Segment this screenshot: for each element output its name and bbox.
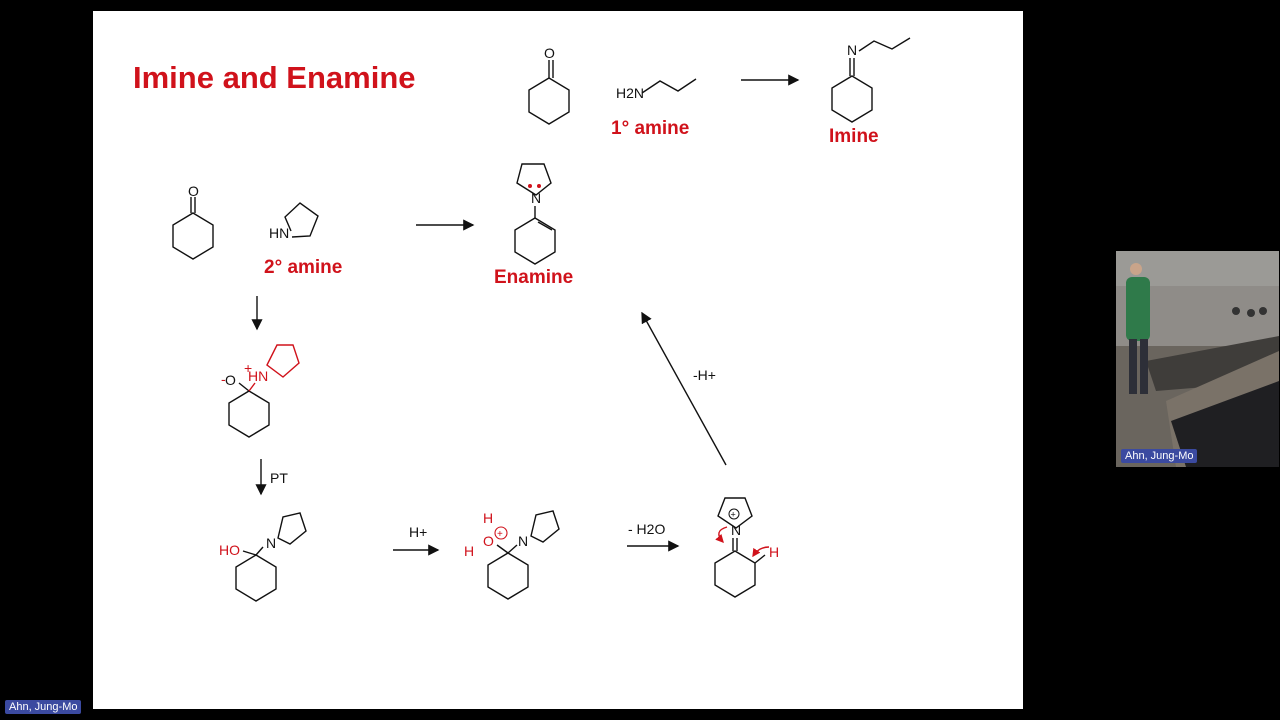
svg-text:HN: HN bbox=[269, 225, 289, 241]
svg-text:+: + bbox=[731, 510, 736, 520]
svg-text:-: - bbox=[221, 371, 226, 387]
svg-text:+: + bbox=[497, 529, 503, 540]
cyclohexanone-top: O bbox=[528, 45, 570, 125]
enamine-label: Enamine bbox=[494, 267, 573, 288]
secondary-amine-label: 2° amine bbox=[264, 257, 342, 278]
svg-text:N: N bbox=[847, 42, 857, 58]
carbinolamine: HO N bbox=[219, 512, 307, 602]
svg-text:N: N bbox=[518, 533, 528, 549]
svg-text:N: N bbox=[531, 190, 541, 206]
video-name-tag: Ahn, Jung-Mo bbox=[1121, 449, 1198, 463]
presentation-slide: Imine and Enamine O H2N 1° amine N Imine… bbox=[93, 11, 1023, 709]
svg-text:H: H bbox=[464, 543, 474, 559]
imine-structure: N bbox=[831, 37, 911, 123]
propylamine: H2N bbox=[616, 78, 697, 101]
svg-text:+: + bbox=[244, 360, 252, 376]
svg-text:O: O bbox=[225, 372, 236, 388]
svg-text:H: H bbox=[483, 510, 493, 526]
imine-label: Imine bbox=[829, 126, 879, 147]
pt-label: PT bbox=[270, 470, 288, 486]
video-feed bbox=[1116, 251, 1279, 467]
svg-text:HO: HO bbox=[219, 542, 240, 558]
cyclohexanone-left: O bbox=[172, 183, 214, 260]
svg-text:H2N: H2N bbox=[616, 85, 644, 101]
primary-amine-label: 1° amine bbox=[611, 118, 689, 139]
svg-text:O: O bbox=[188, 183, 199, 199]
svg-text:H: H bbox=[769, 544, 779, 560]
svg-text:N: N bbox=[731, 522, 741, 538]
participant-video[interactable] bbox=[1116, 251, 1279, 467]
minus-water-label: - H2O bbox=[628, 521, 665, 537]
svg-text:O: O bbox=[544, 45, 555, 61]
svg-text:N: N bbox=[266, 535, 276, 551]
h-plus-label: H+ bbox=[409, 524, 427, 540]
svg-text:HN: HN bbox=[248, 368, 268, 384]
self-name-tag: Ahn, Jung-Mo bbox=[5, 700, 82, 714]
zwitterion-intermediate: - O + HN bbox=[221, 344, 300, 438]
slide-title: Imine and Enamine bbox=[133, 60, 416, 95]
enamine-structure: N bbox=[514, 163, 556, 265]
arrow-deprotonation bbox=[641, 311, 727, 466]
svg-text:O: O bbox=[483, 533, 494, 549]
pyrrolidine: HN bbox=[269, 202, 319, 241]
iminium-ion: + N H bbox=[714, 497, 779, 598]
protonated-carbinolamine: H H O + N bbox=[464, 510, 560, 600]
minus-h-plus-label: -H+ bbox=[693, 367, 716, 383]
reaction-scheme: Imine and Enamine O H2N 1° amine N Imine… bbox=[133, 37, 911, 602]
